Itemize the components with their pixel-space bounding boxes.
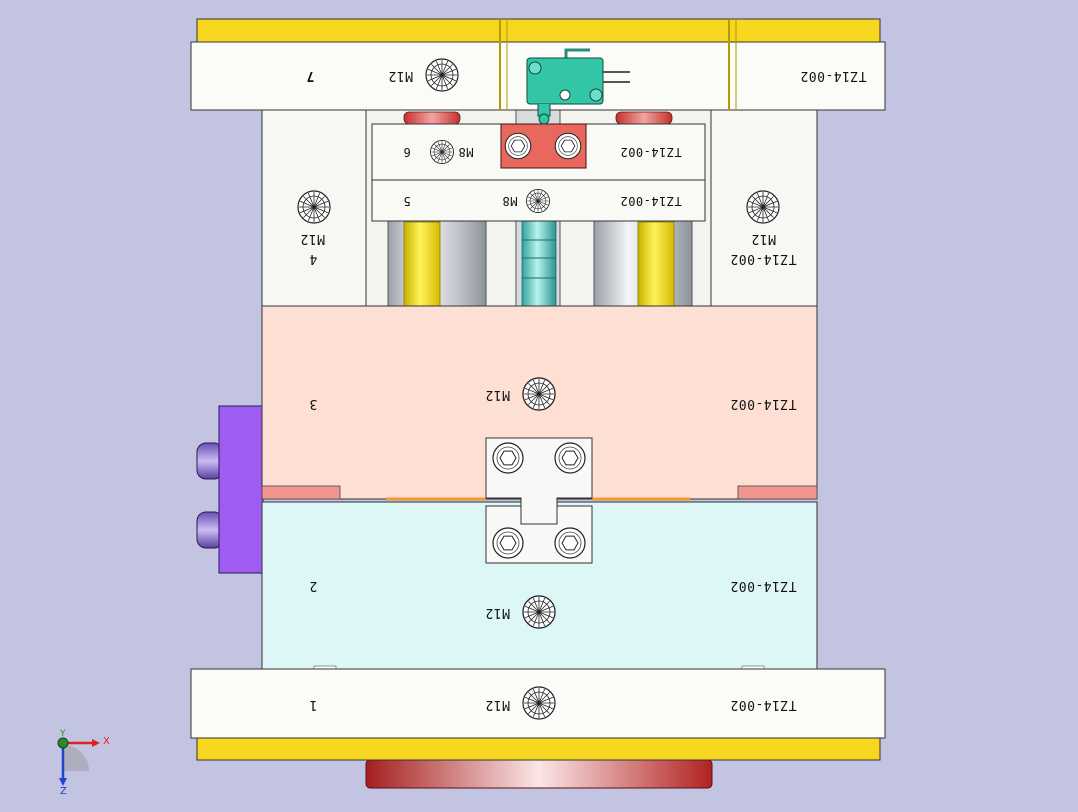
parting-lock-bolt-4 <box>554 527 586 559</box>
left-block-screw-icon <box>297 190 331 224</box>
latch-block-bolt-left <box>504 132 532 160</box>
axis-triad-graphic: X Y Z <box>57 729 110 797</box>
right-red-pad <box>615 111 673 125</box>
right-return-cylinder <box>593 217 693 307</box>
top-yellow-strip <box>196 18 881 43</box>
plate-5-number: 5 <box>403 194 411 208</box>
parting-lock-bolt-2 <box>554 442 586 474</box>
bottom-plate-number: 1 <box>309 697 318 712</box>
micro-switch[interactable] <box>526 48 630 125</box>
plate-6-screw-icon <box>430 140 454 164</box>
locating-ring <box>365 759 713 789</box>
top-plate-number: 7 <box>306 68 315 83</box>
left-return-cylinder <box>387 217 487 307</box>
top-plate-screw-icon <box>425 58 459 92</box>
axis-triad[interactable]: X Y Z <box>44 728 124 798</box>
b-plate-number: 2 <box>309 578 318 593</box>
bottom-plate-part-no: TZ14-002 <box>730 697 797 712</box>
plate-5-thread: M8 <box>502 194 518 208</box>
left-red-pad <box>403 111 461 125</box>
bottom-yellow-strip <box>196 737 881 761</box>
right-block-thread: M12 <box>751 231 776 246</box>
z-axis-label: Z <box>60 786 67 797</box>
right-block-screw-icon <box>746 190 780 224</box>
top-plate-part-no: TZ14-002 <box>800 68 867 83</box>
parting-lock-bolt-3 <box>492 527 524 559</box>
a-plate-pad-left <box>261 485 341 500</box>
left-block-number: 4 <box>309 251 318 266</box>
b-plate-thread: M12 <box>485 605 510 620</box>
latch-block-bolt-right <box>554 132 582 160</box>
y-axis-label: Y <box>59 729 66 739</box>
top-plate-thread: M12 <box>388 68 413 83</box>
a-plate-pad-right <box>737 485 818 500</box>
plate-6-part-no: TZ14-002 <box>620 145 682 159</box>
plate-5-screw-icon <box>526 189 550 213</box>
bottom-plate-screw-icon <box>522 686 556 720</box>
parting-lock-bolt-1 <box>492 442 524 474</box>
b-plate-part-no: TZ14-002 <box>730 578 797 593</box>
a-plate-screw-icon <box>522 377 556 411</box>
a-plate-part-no: TZ14-002 <box>730 396 797 411</box>
plate-6-thread: M8 <box>458 145 474 159</box>
side-pillar <box>218 405 264 574</box>
plate-5-part-no: TZ14-002 <box>620 194 682 208</box>
a-plate-thread: M12 <box>485 387 510 402</box>
right-block-part-no: TZ14-002 <box>730 251 797 266</box>
bottom-plate-thread: M12 <box>485 697 510 712</box>
b-plate-screw-icon <box>522 595 556 629</box>
left-block-thread: M12 <box>300 231 325 246</box>
x-axis-label: X <box>103 736 110 747</box>
a-plate-number: 3 <box>309 396 318 411</box>
plate-6-number: 6 <box>403 145 411 159</box>
